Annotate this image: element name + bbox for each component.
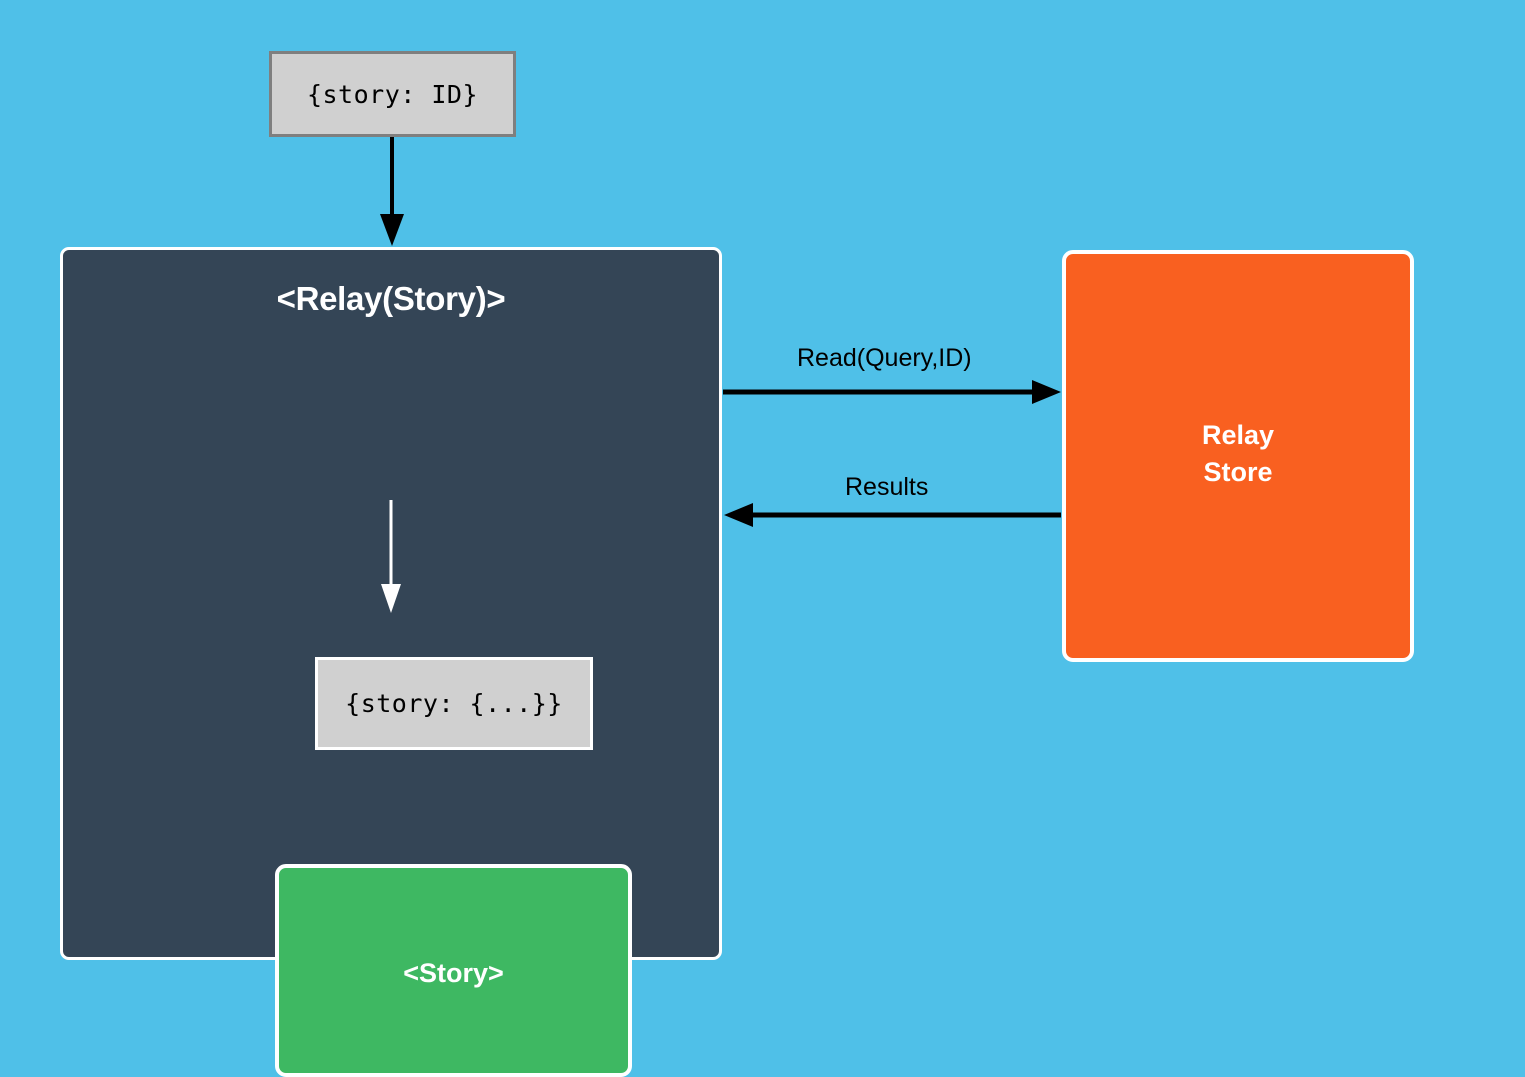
relay-store-label: Relay Store: [1201, 420, 1275, 488]
relay-story-panel-title: <Relay(Story)>: [276, 280, 506, 317]
edge-label-results: Results: [845, 473, 929, 501]
arrow-read-query-id: [723, 380, 1061, 404]
arrow-prop-in-to-panel: [380, 137, 404, 246]
story-component-box: <Story>: [275, 864, 632, 1077]
prop-box-story-id-label: {story: ID}: [306, 79, 479, 109]
prop-box-story-id: {story: ID}: [269, 51, 516, 137]
relay-store-box: Relay Store: [1062, 250, 1414, 662]
arrow-results: [724, 503, 1061, 527]
diagram-canvas: {story: ID} <Relay(Story)> {story: {...}…: [60, 51, 1414, 1077]
relay-story-panel: <Relay(Story)> {story: {...}} <Story>: [60, 247, 722, 1077]
prop-box-story-resolved-label: {story: {...}}: [345, 689, 563, 718]
prop-box-story-resolved: {story: {...}}: [315, 657, 593, 750]
edge-label-read-query-id: Read(Query,ID): [797, 344, 972, 372]
story-component-label: <Story>: [403, 958, 504, 988]
